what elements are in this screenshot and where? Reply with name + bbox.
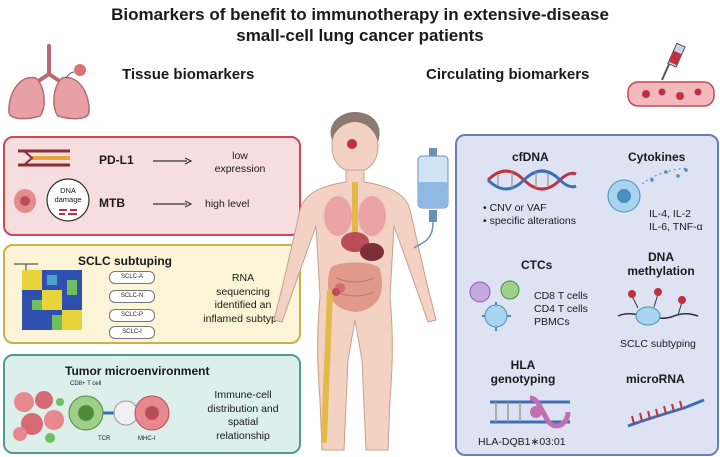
dna-helix-icon bbox=[486, 169, 577, 191]
title-line-1: Biomarkers of benefit to immunotherapy i… bbox=[111, 5, 609, 24]
iv-bag-icon bbox=[413, 148, 449, 249]
ctcs-list: CD8 T cells CD4 T cells PBMCs bbox=[534, 290, 588, 329]
sclc-text-line-2: sequencing bbox=[216, 285, 270, 298]
cytokines-title: Cytokines bbox=[628, 150, 686, 164]
sclc-text-line-1: RNA bbox=[231, 272, 255, 284]
cfdna-item-2: specific alterations bbox=[489, 215, 576, 227]
pdl1-receptor-icon bbox=[18, 149, 70, 167]
cfdna-item-1: CNV or VAF bbox=[489, 202, 547, 214]
diagram-title: Biomarkers of benefit to immunotherapy i… bbox=[0, 4, 720, 46]
tme-text-line-1: Immune-cell bbox=[214, 389, 272, 401]
hla-title: HLA genotyping bbox=[478, 358, 568, 386]
hla-allele: HLA-DQB1∗03:01 bbox=[478, 436, 566, 448]
pdl1-result-line-1: low bbox=[232, 150, 248, 162]
tme-text: Immune-cell distribution and spatial rel… bbox=[190, 389, 296, 443]
sclc-text-line-4: inflamed subtype bbox=[203, 312, 283, 325]
subtype-pill-a: SCLC-A bbox=[109, 271, 155, 284]
tme-title: Tumor microenvironment bbox=[65, 364, 210, 378]
immune-synapse-icon bbox=[68, 395, 170, 431]
ctcs-item-1: CD8 T cells bbox=[534, 290, 588, 302]
dna-damage-label: DNA damage bbox=[45, 186, 91, 204]
microrna-icon bbox=[627, 398, 705, 428]
dna-damage-icon bbox=[46, 178, 90, 222]
sclc-subtyping-title: SCLC subtuping bbox=[78, 254, 172, 268]
circulating-biomarkers-header: Circulating biomarkers bbox=[426, 66, 590, 83]
cytokine-cell-icon bbox=[607, 167, 689, 213]
microrna-title: microRNA bbox=[626, 372, 685, 386]
dna-methylation-line-1: DNA bbox=[648, 250, 674, 264]
dna-methylation-line-2: methylation bbox=[627, 264, 695, 278]
mtb-result: high level bbox=[205, 198, 250, 210]
cytokines-list: IL-4, IL-2 IL-6, TNF-α bbox=[649, 208, 703, 234]
subtype-pill-p: SCLC-P bbox=[109, 309, 155, 322]
mtb-label: MTB bbox=[99, 196, 125, 210]
tcr-label: TCR bbox=[98, 436, 111, 442]
dna-damage-line-2: damage bbox=[54, 195, 82, 204]
sclc-text-line-3: identified an bbox=[214, 299, 272, 311]
pdl1-label: PD-L1 bbox=[99, 153, 134, 167]
arrow-icon bbox=[153, 200, 193, 208]
dna-methylation-title: DNA methylation bbox=[611, 250, 711, 278]
dna-methylation-sub: SCLC subtyping bbox=[620, 338, 696, 350]
dna-damage-line-1: DNA bbox=[60, 186, 76, 195]
cfdna-item: • CNV or VAF bbox=[483, 202, 547, 214]
mhc-label: MHC-I bbox=[138, 436, 156, 442]
cytokines-line-2: IL-6, TNF-α bbox=[649, 221, 703, 233]
cd8-cell-label: CD8+ T cell bbox=[70, 381, 102, 387]
tumor-cell-icon bbox=[14, 189, 36, 213]
cfdna-list: • CNV or VAF • specific alterations bbox=[483, 202, 576, 228]
tumor-cluster-icon bbox=[13, 391, 64, 443]
cytokines-line-1: IL-4, IL-2 bbox=[649, 208, 692, 220]
immune-cells-icon bbox=[469, 280, 520, 331]
hla-gene-icon bbox=[490, 395, 571, 429]
pdl1-result-line-2: expression bbox=[214, 163, 266, 175]
methylated-dna-icon bbox=[617, 288, 699, 326]
human-body-icon bbox=[273, 112, 437, 451]
blood-vessel-icon bbox=[627, 42, 715, 107]
lungs-icon bbox=[8, 44, 90, 120]
subtype-pill-n: SCLC-N bbox=[109, 290, 155, 303]
ctcs-item-3: PBMCs bbox=[534, 316, 570, 328]
pdl1-result: low expression bbox=[200, 150, 280, 176]
ctcs-title: CTCs bbox=[521, 258, 553, 272]
cfdna-title: cfDNA bbox=[512, 150, 549, 164]
title-line-2: small-cell lung cancer patients bbox=[236, 26, 484, 45]
subtype-pill-i: SCLC-I bbox=[109, 326, 155, 339]
cfdna-item: • specific alterations bbox=[483, 215, 576, 227]
heatmap-icon bbox=[14, 263, 82, 330]
ctcs-item-2: CD4 T cells bbox=[534, 303, 588, 315]
sclc-subtyping-text: RNA sequencing identified an inflamed su… bbox=[188, 272, 298, 326]
arrow-icon bbox=[153, 157, 193, 165]
tme-text-line-2: distribution and bbox=[207, 402, 279, 415]
tme-text-line-4: relationship bbox=[216, 429, 270, 442]
hla-title-line-1: HLA bbox=[510, 358, 536, 372]
tme-text-line-3: spatial bbox=[227, 416, 259, 428]
tissue-biomarkers-header: Tissue biomarkers bbox=[122, 66, 255, 83]
hla-title-line-2: genotyping bbox=[490, 372, 556, 386]
